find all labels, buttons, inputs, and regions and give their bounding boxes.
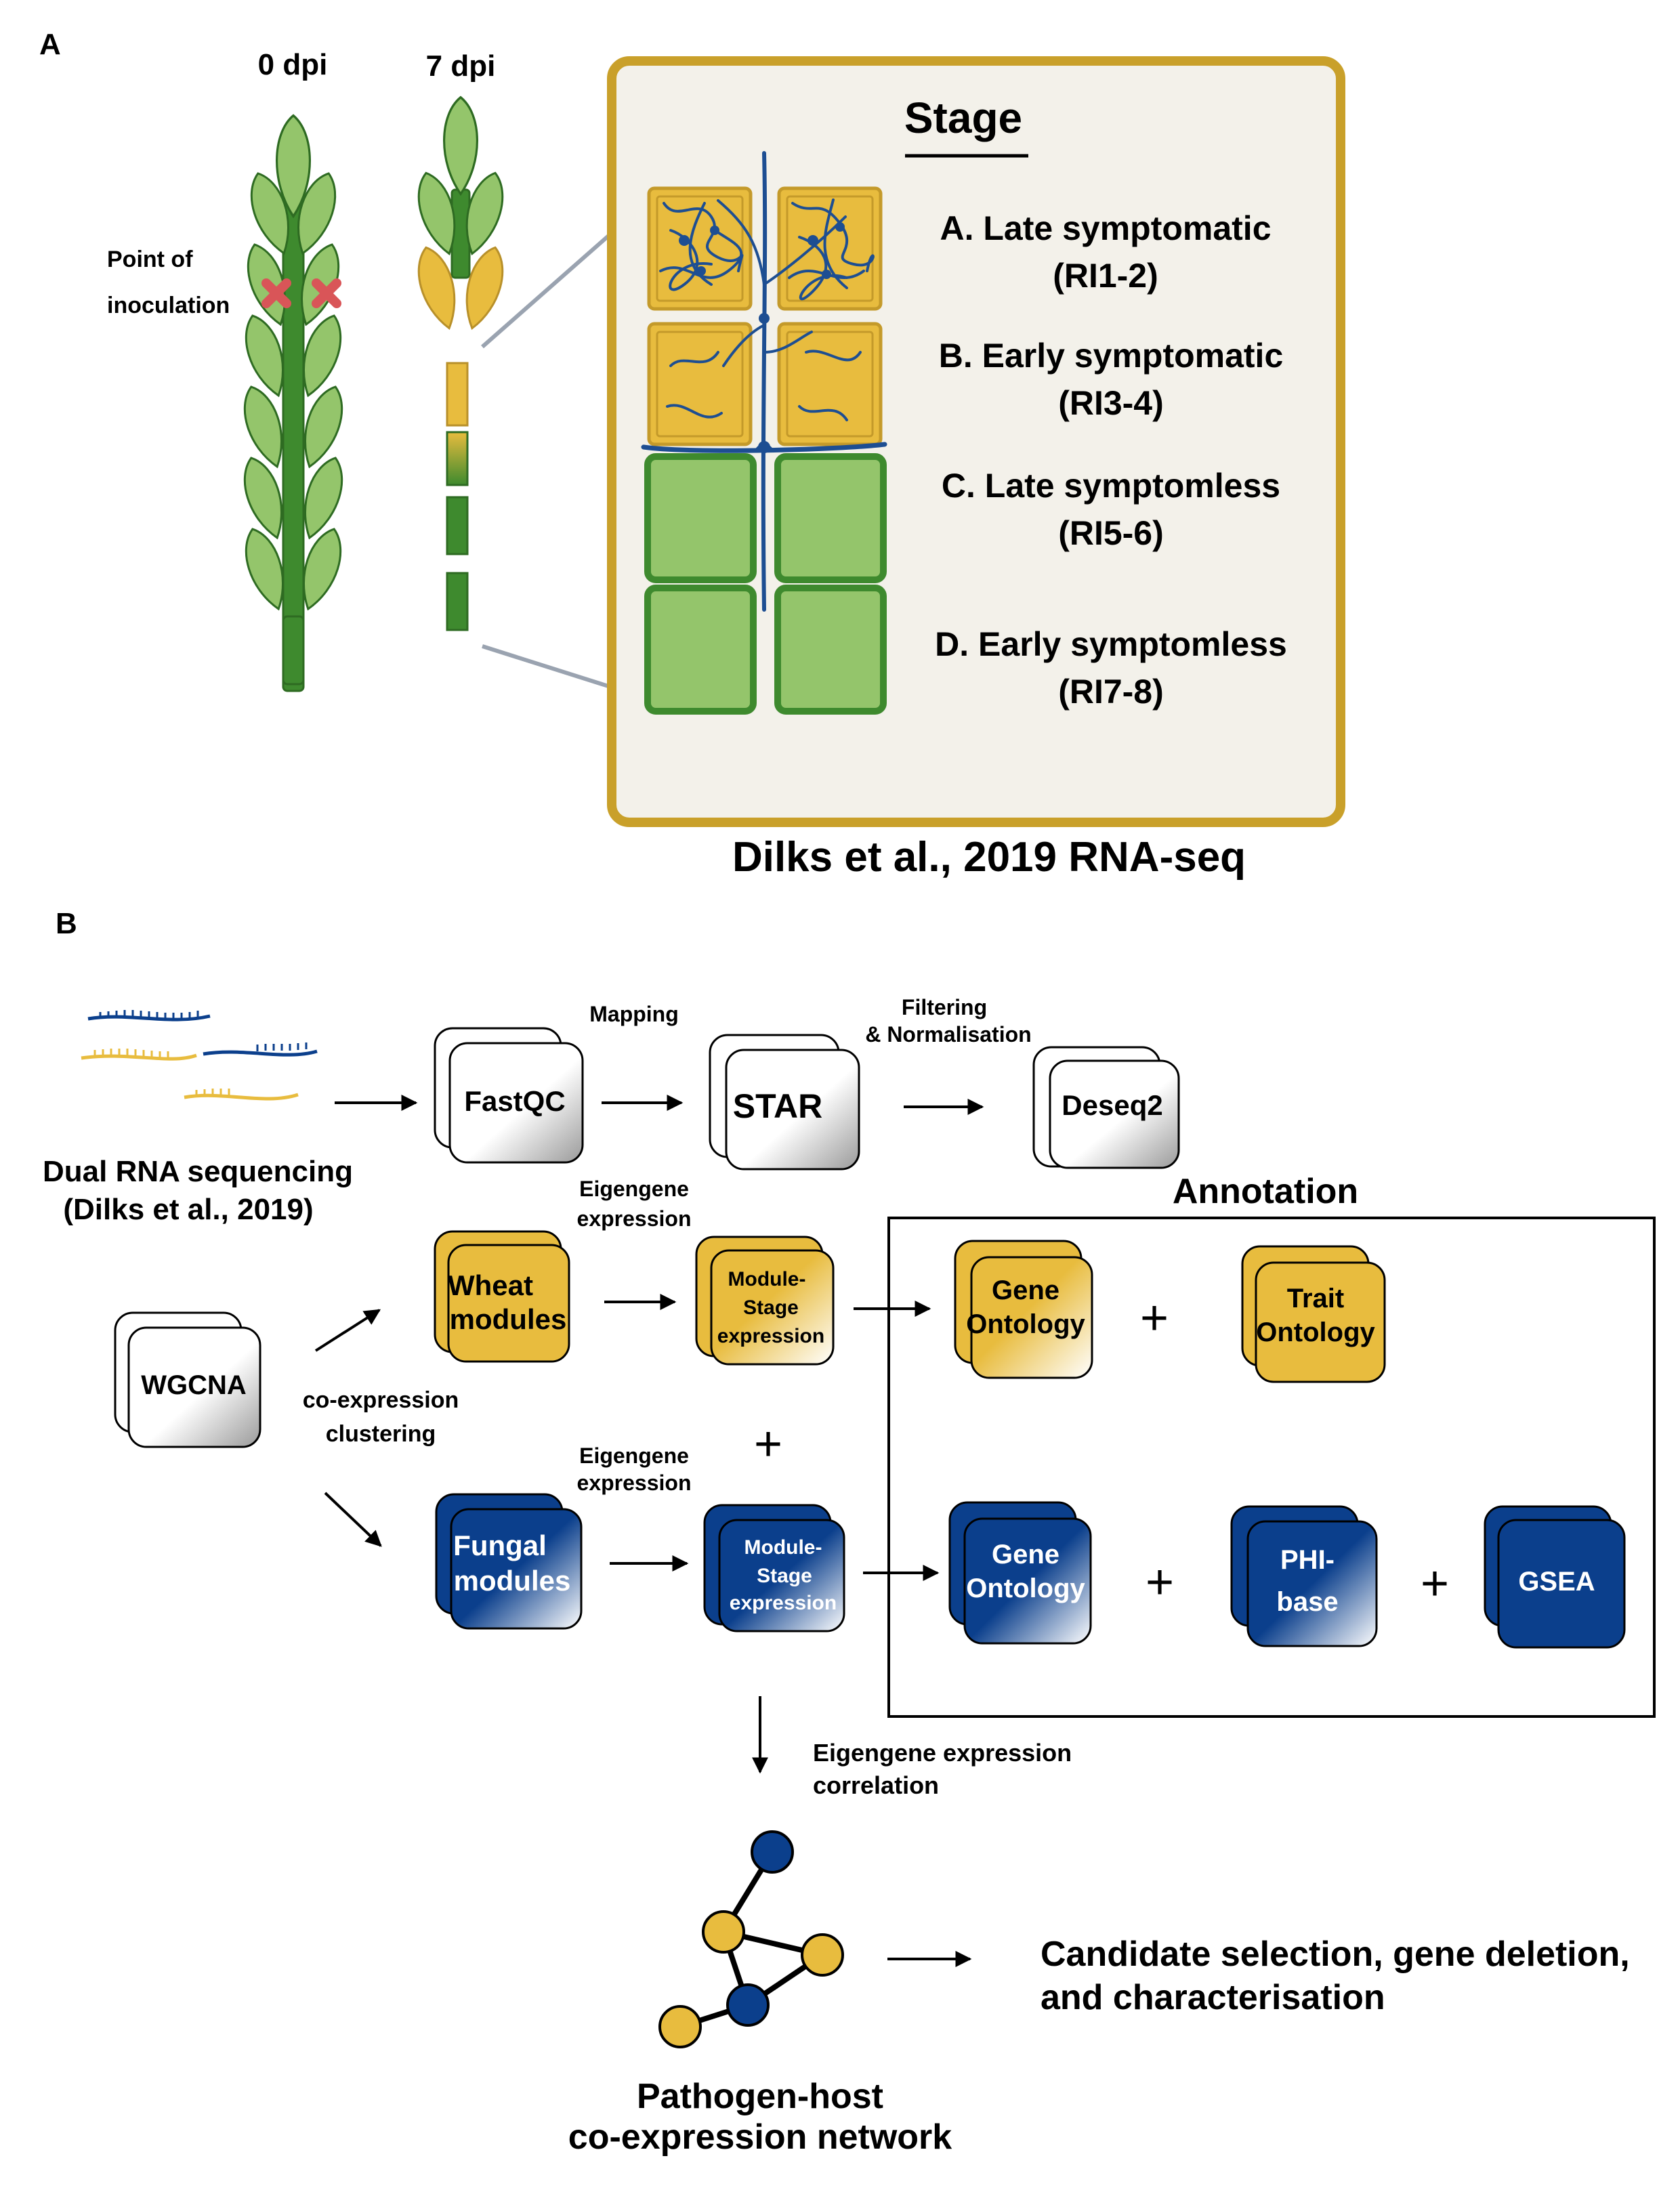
stage-d-name: D. Early symptomless <box>935 625 1287 663</box>
fungal-go-line2: Ontology <box>966 1574 1085 1603</box>
wheat-spike-0dpi <box>235 114 352 692</box>
eigengene-fungal-line1: Eigengene <box>579 1443 689 1468</box>
eigengene-wheat-line2: expression <box>577 1206 692 1231</box>
candidate-line2: and characterisation <box>1041 1978 1385 2017</box>
fungal-module-stage-card: Module- Stage expression <box>703 1504 845 1632</box>
dual-rna-line1: Dual RNA sequencing <box>43 1155 353 1188</box>
stage-d-code: (RI7-8) <box>1058 673 1164 711</box>
deseq2-label: Deseq2 <box>1062 1089 1162 1121</box>
annotation-title: Annotation <box>1173 1172 1358 1211</box>
fungal-gene-ontology-card: Gene Ontology <box>948 1501 1092 1645</box>
stage-title: Stage <box>904 93 1022 142</box>
stage-c-code: (RI5-6) <box>1058 514 1164 552</box>
fungal-modules-line2: modules <box>454 1565 571 1597</box>
stage-b-code: (RI3-4) <box>1058 384 1164 422</box>
fungal-modules-card: Fungal modules <box>435 1493 583 1630</box>
stage-b-name: B. Early symptomatic <box>939 337 1284 375</box>
wheat-module-stage-card: Module- Stage expression <box>695 1236 835 1366</box>
filtering-line1: Filtering <box>902 995 987 1019</box>
dpi7-label: 7 dpi <box>426 49 496 83</box>
candidate-line1: Candidate selection, gene deletion, <box>1041 1935 1630 1974</box>
panel-b-label: B <box>56 907 77 940</box>
plus-wheat-fungal: + <box>754 1417 782 1471</box>
plus-go-phi: + <box>1146 1555 1174 1609</box>
wheat-module-stage-line2: Stage <box>743 1297 799 1319</box>
coexpr-line2: clustering <box>326 1421 436 1447</box>
fastqc-card: FastQC <box>434 1027 584 1164</box>
wgcna-card: WGCNA <box>114 1311 261 1448</box>
trait-ontology-line1: Trait <box>1287 1284 1344 1313</box>
wheat-modules-line1: Wheat <box>448 1269 533 1301</box>
pipeline-arrows <box>314 1095 984 1967</box>
coexpr-line1: co-expression <box>303 1387 459 1413</box>
wheat-modules-line2: modules <box>450 1303 567 1335</box>
star-card: STAR <box>709 1034 860 1171</box>
stage-a-code: (RI1-2) <box>1053 257 1158 295</box>
dpi0-label: 0 dpi <box>258 48 328 81</box>
trait-ontology-card: Trait Ontology <box>1241 1245 1386 1383</box>
inoculation-cross-marks <box>261 278 341 308</box>
plus-phi-gsea: + <box>1421 1557 1449 1611</box>
panel-a-caption: Dilks et al., 2019 RNA-seq <box>732 834 1246 881</box>
network-node-wheat-3 <box>658 2005 702 2048</box>
hyphae-nodes <box>679 222 845 453</box>
fungal-module-stage-line1: Module- <box>744 1536 822 1559</box>
deseq2-card: Deseq2 <box>1032 1046 1180 1169</box>
coexpression-network-graphic <box>658 1830 844 2048</box>
trait-ontology-line2: Ontology <box>1256 1318 1375 1347</box>
network-line1: Pathogen-host <box>637 2077 883 2116</box>
fungal-module-stage-line2: Stage <box>757 1565 812 1587</box>
wheat-go-line1: Gene <box>992 1276 1059 1305</box>
wheat-module-stage-line1: Module- <box>728 1268 806 1290</box>
symptomatic-cells <box>647 186 883 446</box>
panel-a-label: A <box>39 28 61 61</box>
network-node-fungal-2 <box>726 1983 770 2027</box>
eigengene-fungal-line2: expression <box>577 1471 692 1495</box>
wheat-module-stage-line3: expression <box>717 1325 824 1347</box>
annotation-box <box>887 1217 1656 1718</box>
network-node-wheat-1 <box>702 1910 745 1954</box>
network-line2: co-expression network <box>568 2117 952 2157</box>
wheat-gene-ontology-card: Gene Ontology <box>954 1240 1093 1379</box>
wgcna-label: WGCNA <box>141 1370 247 1400</box>
fungal-hyphae <box>641 151 887 612</box>
star-label: STAR <box>733 1087 822 1125</box>
dual-rna-line2: (Dilks et al., 2019) <box>63 1193 313 1226</box>
symptomless-cells <box>644 453 887 715</box>
rna-reads-icon <box>81 1010 318 1101</box>
corr-line2: correlation <box>813 1771 939 1799</box>
plus-wheat-go-trait: + <box>1140 1291 1169 1345</box>
inoculation-label-line1: Point of <box>107 247 193 272</box>
mapping-label: Mapping <box>589 1002 679 1026</box>
inoculation-label-line2: inoculation <box>107 293 230 318</box>
fungal-module-stage-line3: expression <box>730 1592 837 1614</box>
network-node-fungal-1 <box>751 1830 794 1874</box>
corr-line1: Eigengene expression <box>813 1739 1072 1767</box>
fungal-go-line1: Gene <box>992 1540 1059 1569</box>
gsea-card: GSEA <box>1484 1505 1626 1649</box>
wheat-spike-7dpi <box>410 96 511 631</box>
wheat-modules-card: Wheat modules <box>434 1230 570 1363</box>
filtering-line2: & Normalisation <box>865 1022 1031 1047</box>
fastqc-label: FastQC <box>464 1085 565 1117</box>
phi-base-card: PHI- base <box>1230 1505 1378 1647</box>
stage-a-name: A. Late symptomatic <box>940 209 1271 247</box>
stage-c-name: C. Late symptomless <box>942 467 1280 505</box>
gsea-label: GSEA <box>1518 1567 1595 1597</box>
phi-base-line1: PHI- <box>1280 1545 1335 1575</box>
stage-labels: A. Late symptomatic (RI1-2) B. Early sym… <box>935 209 1287 711</box>
eigengene-wheat-line1: Eigengene <box>579 1177 689 1201</box>
wheat-go-line2: Ontology <box>966 1309 1085 1339</box>
phi-base-line2: base <box>1276 1587 1338 1617</box>
fungal-modules-line1: Fungal <box>453 1530 547 1561</box>
network-node-wheat-2 <box>801 1933 844 1977</box>
